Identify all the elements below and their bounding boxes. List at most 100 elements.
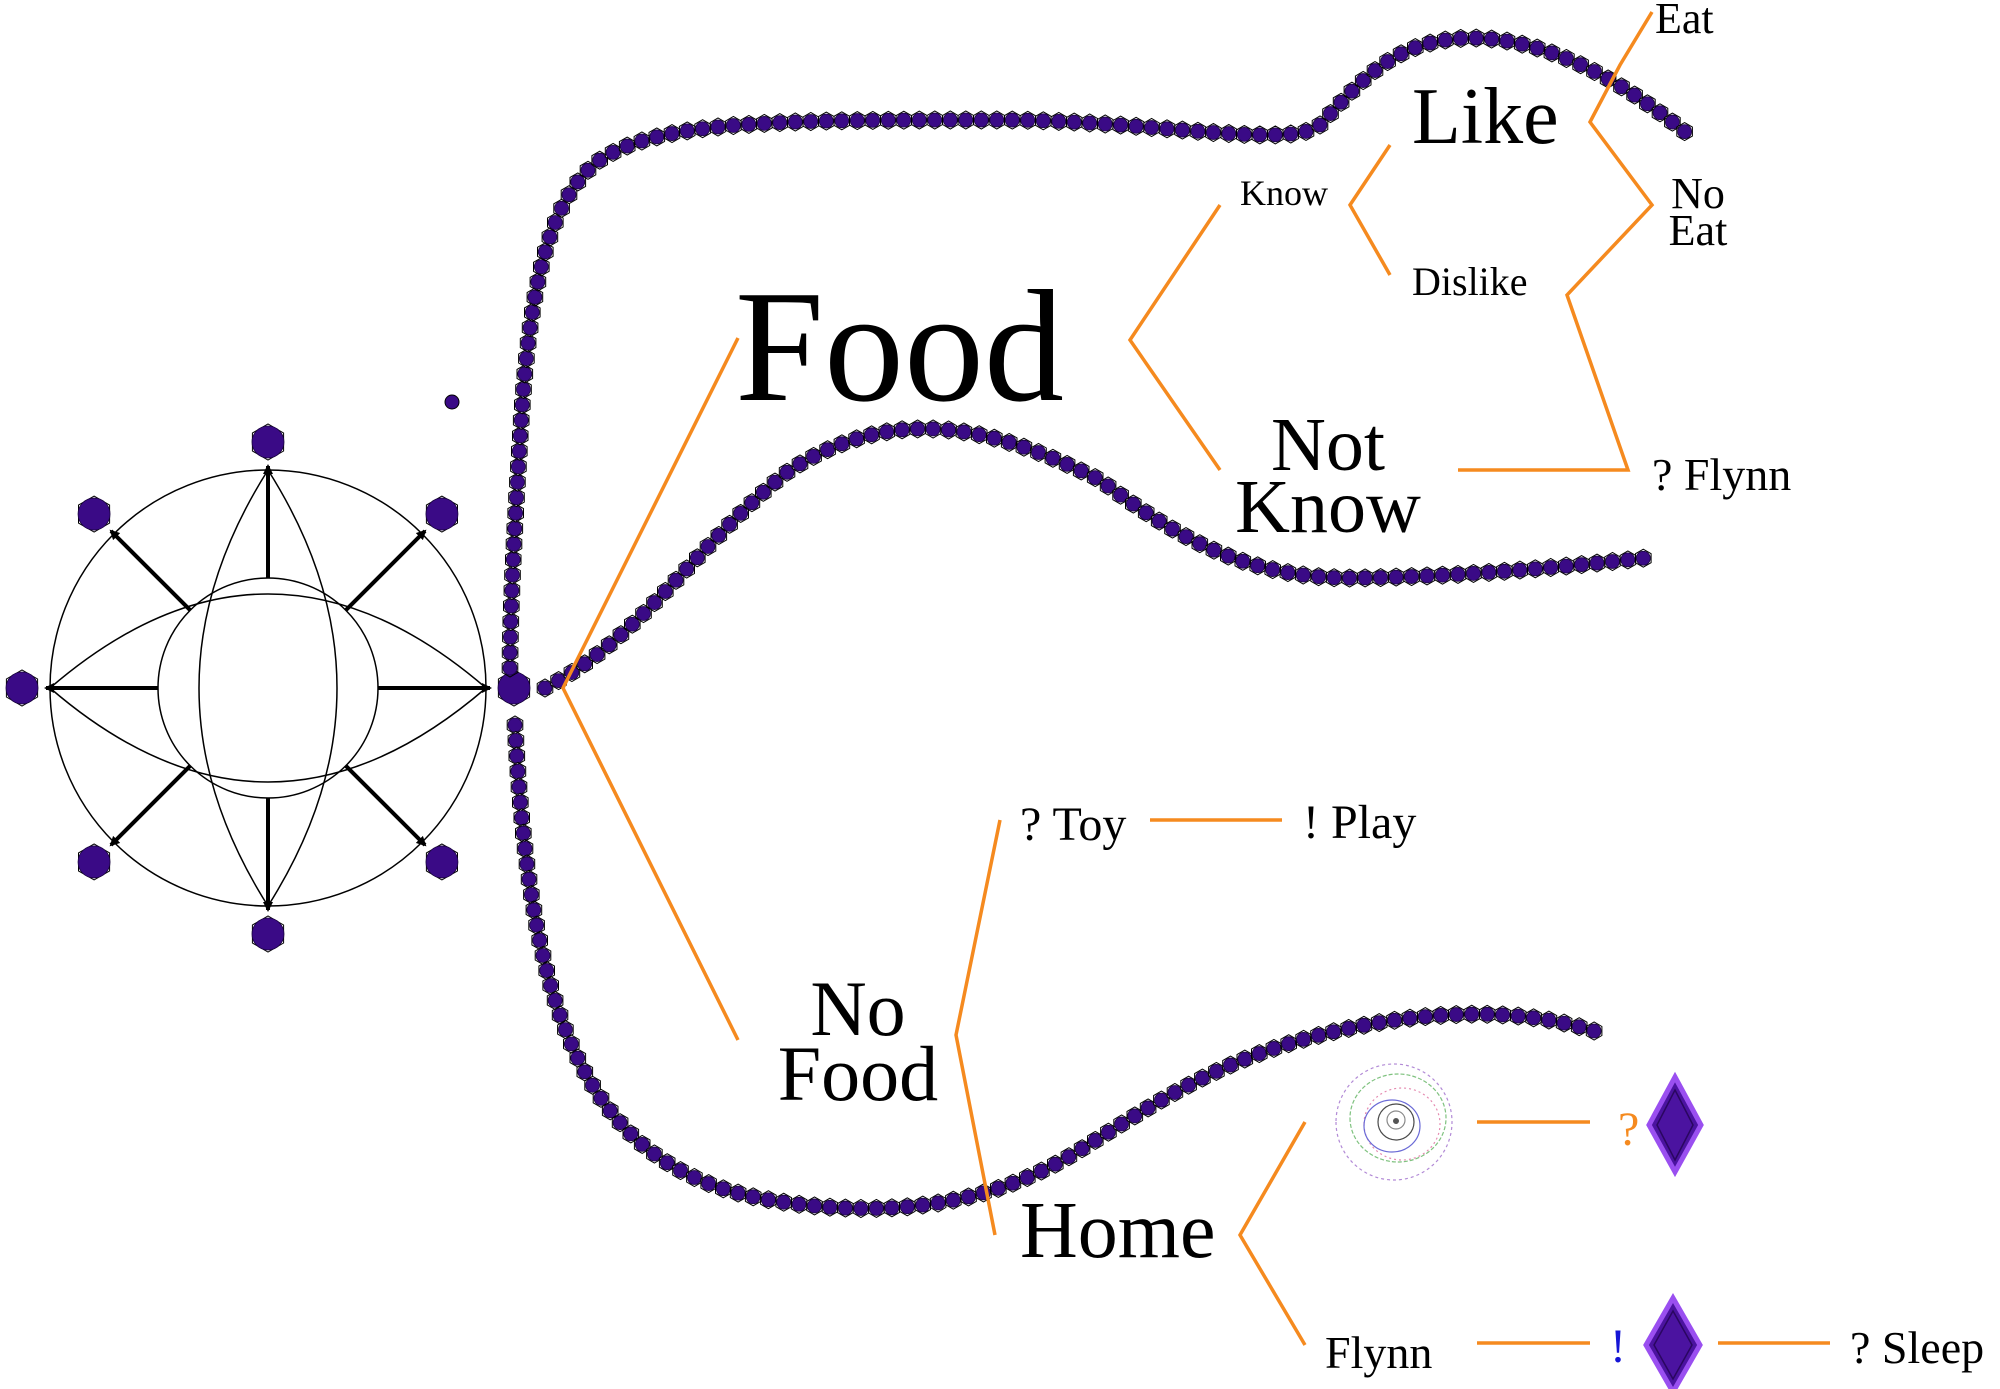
bead [1604, 551, 1621, 572]
label-food: Food [735, 257, 1064, 435]
bead [512, 426, 529, 446]
bead [506, 715, 524, 735]
bead [510, 777, 528, 797]
bead [1143, 117, 1160, 138]
bead [518, 854, 536, 874]
bead [819, 440, 836, 460]
bead [805, 446, 822, 466]
bead [790, 1194, 808, 1214]
bead [1483, 29, 1500, 49]
bead [1096, 114, 1114, 134]
label-exclaim-play: ! Play [1303, 796, 1416, 849]
bead [929, 1193, 947, 1213]
bead [507, 503, 524, 523]
bead [766, 472, 784, 492]
bead [1180, 1075, 1197, 1095]
bead [1387, 567, 1405, 587]
gems [1643, 1071, 1704, 1389]
bead [1265, 1038, 1283, 1058]
bead [509, 472, 526, 492]
bead [503, 596, 520, 616]
bead [557, 1020, 574, 1040]
bead [1463, 1004, 1480, 1024]
label-question-flynn: ? Flynn [1652, 449, 1791, 500]
bead [940, 420, 957, 440]
bead [547, 212, 564, 233]
bead [1664, 112, 1681, 132]
bead [1150, 511, 1168, 531]
bead [524, 302, 541, 322]
bead [1511, 560, 1529, 580]
bead [988, 110, 1006, 130]
bead [694, 119, 711, 139]
bead [1356, 568, 1374, 588]
bead [1177, 527, 1195, 547]
label-not-know-line2: Know [1235, 465, 1421, 549]
bead [1403, 567, 1420, 587]
bead [1251, 125, 1269, 145]
bead [1137, 503, 1155, 523]
compass-arrow [109, 764, 192, 847]
bead [678, 121, 696, 141]
bead [1297, 121, 1315, 141]
bead [1125, 494, 1142, 514]
bead [1081, 113, 1098, 133]
bead [1004, 1173, 1022, 1193]
bead [521, 318, 539, 338]
bead [529, 272, 547, 292]
label-like: Like [1412, 73, 1559, 161]
bead [1325, 568, 1343, 588]
bead [1139, 1098, 1157, 1118]
bead [509, 761, 527, 781]
bead [802, 111, 820, 132]
bead [672, 1161, 689, 1181]
bead [658, 1153, 676, 1173]
bead [579, 160, 597, 180]
bead [588, 645, 606, 665]
bead [510, 457, 527, 477]
bead [837, 1198, 854, 1218]
bead [507, 730, 525, 751]
bead [990, 1178, 1007, 1198]
bead [833, 434, 851, 454]
bead [1465, 563, 1482, 583]
bead [515, 823, 532, 843]
bead [600, 635, 618, 655]
bead [883, 1198, 901, 1218]
bead [1528, 38, 1546, 58]
bead [1000, 432, 1018, 452]
stray-bead [444, 394, 460, 410]
bead [821, 1197, 839, 1217]
branch-connectors [561, 11, 1830, 1346]
bead [503, 580, 521, 601]
bead [1496, 561, 1513, 581]
bead [1208, 1061, 1225, 1081]
bead [531, 930, 548, 950]
bead [663, 124, 681, 144]
bead [1588, 553, 1606, 573]
compass-wheel-icon [5, 394, 531, 953]
bead [1557, 556, 1575, 576]
bead [1267, 125, 1284, 145]
bead [1639, 94, 1656, 114]
bead [569, 1048, 587, 1068]
bead [1527, 559, 1544, 579]
bead [771, 113, 789, 133]
bead [1355, 1015, 1373, 1035]
bead [1322, 104, 1339, 124]
bead [1234, 551, 1252, 571]
bead [1050, 111, 1068, 131]
bead-chains [501, 28, 1693, 1219]
bead [633, 1134, 651, 1154]
diamond-gem-icon-top [1646, 1071, 1704, 1178]
bead [700, 1174, 717, 1194]
bead [1626, 85, 1643, 105]
bead [1341, 568, 1358, 588]
bead [852, 1198, 870, 1219]
bead [618, 136, 636, 156]
bead [1251, 1044, 1268, 1064]
bead [1249, 556, 1266, 576]
bead [1044, 448, 1062, 468]
bead [1354, 70, 1372, 91]
bead [1478, 1004, 1496, 1024]
